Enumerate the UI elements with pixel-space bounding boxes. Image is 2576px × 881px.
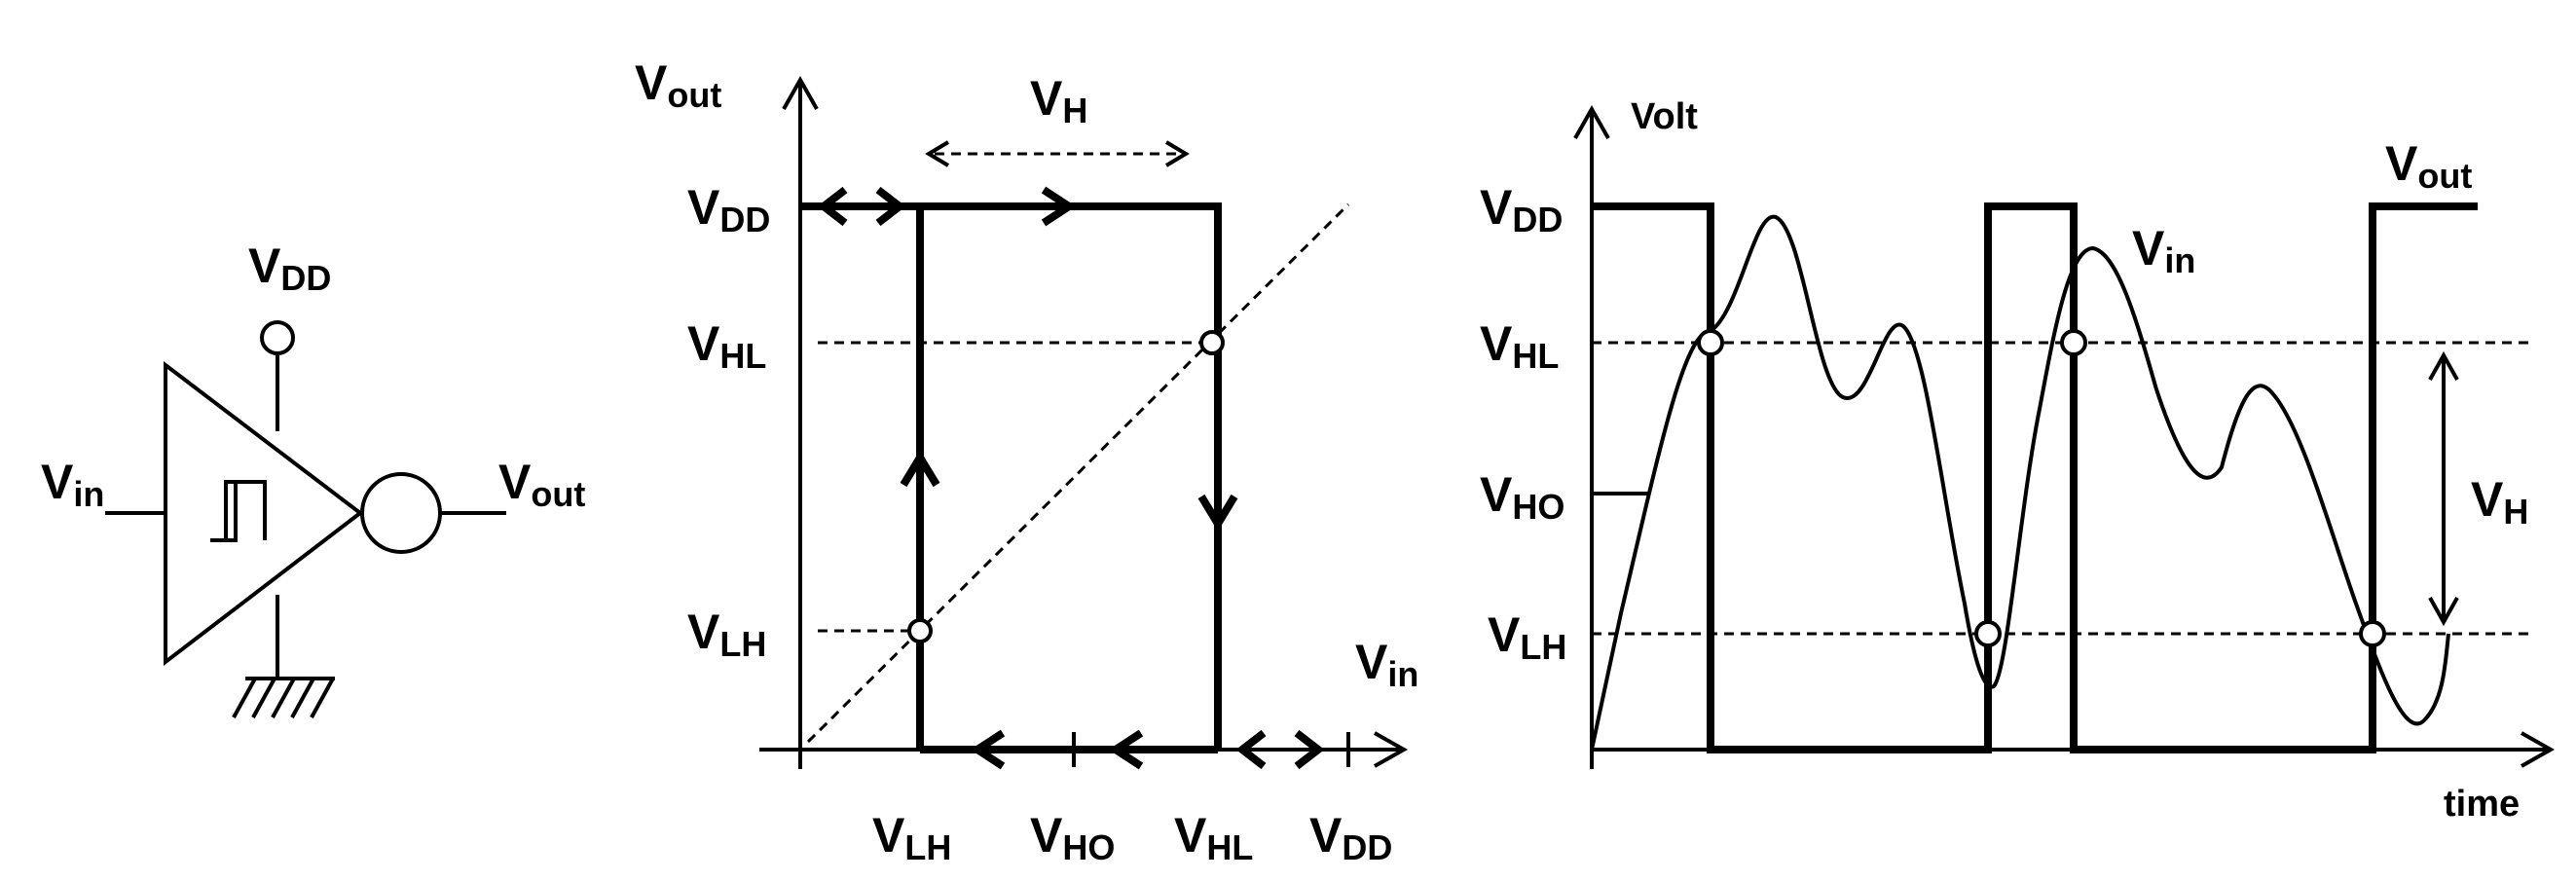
timing-diagram: Volt time VDD VHL VHO VLH Vout Vin VH (1480, 96, 2556, 825)
schmitt-inverter-symbol: Vin Vout VDD (41, 239, 585, 718)
inverter-bubble (360, 472, 442, 554)
timing-x-axis-label: time (2444, 784, 2520, 825)
transfer-y-label-vdd: VDD (687, 180, 770, 239)
timing-y-label-vdd: VDD (1480, 180, 1563, 239)
arrow-down-icon (1197, 494, 1238, 532)
timing-y-label-vho: VHO (1480, 467, 1564, 527)
transfer-x-label-vhl: VHL (1174, 808, 1253, 867)
switch-point-vlh (907, 618, 933, 643)
symbol-supply-label: VDD (248, 239, 331, 298)
timing-y-label-vhl: VHL (1480, 316, 1559, 376)
transfer-hysteresis-label: VH (1030, 71, 1087, 130)
unity-gain-line (806, 202, 1350, 744)
arrow-right-top-icon (1041, 186, 1077, 227)
transfer-x-axis-label: Vin (1355, 635, 1418, 694)
switch-point-vhl (1199, 330, 1225, 355)
crossing-point-1 (1697, 329, 1724, 356)
transfer-y-label-vlh: VLH (687, 605, 766, 664)
timing-vout-label: Vout (2385, 136, 2472, 196)
timing-x-arrowhead (2521, 731, 2556, 768)
arrow-double-top-left-icon (817, 186, 906, 227)
arrow-double-bottom-right-icon (1235, 729, 1325, 770)
arrow-left-bottom-2-icon (1108, 729, 1144, 770)
crossing-point-2 (1974, 620, 2002, 647)
timing-y-label-vlh: VLH (1488, 607, 1566, 667)
crossing-point-4 (2359, 620, 2386, 647)
symbol-output-label: Vout (498, 455, 585, 514)
timing-hysteresis-label: VH (2471, 472, 2528, 532)
vout-waveform (1592, 202, 2478, 753)
timing-vin-label: Vin (2132, 221, 2195, 280)
ground-icon (232, 677, 335, 718)
transfer-y-axis-label: Vout (635, 55, 721, 115)
transfer-x-label-vdd: VDD (1309, 808, 1392, 867)
transfer-y-label-vhl: VHL (687, 316, 766, 376)
transfer-x-label-vlh: VLH (872, 808, 951, 867)
arrow-up-icon (900, 450, 940, 488)
hysteresis-glyph-icon (210, 480, 267, 542)
timing-y-arrowhead (1573, 104, 1610, 139)
transfer-y-arrowhead (782, 75, 819, 110)
transfer-x-arrowhead (1374, 731, 1409, 768)
arrow-left-bottom-1-icon (970, 729, 1006, 770)
transfer-x-label-vho: VHO (1030, 808, 1115, 867)
timing-y-axis-label: Volt (1631, 96, 1698, 137)
supply-terminal (260, 320, 295, 355)
crossing-point-3 (2060, 329, 2087, 356)
vin-waveform (1590, 214, 2450, 751)
symbol-input-label: Vin (41, 455, 104, 514)
transfer-characteristic: Vout Vin VH VDD VHL VLH VLH VHO VHL VDD (635, 55, 1418, 867)
